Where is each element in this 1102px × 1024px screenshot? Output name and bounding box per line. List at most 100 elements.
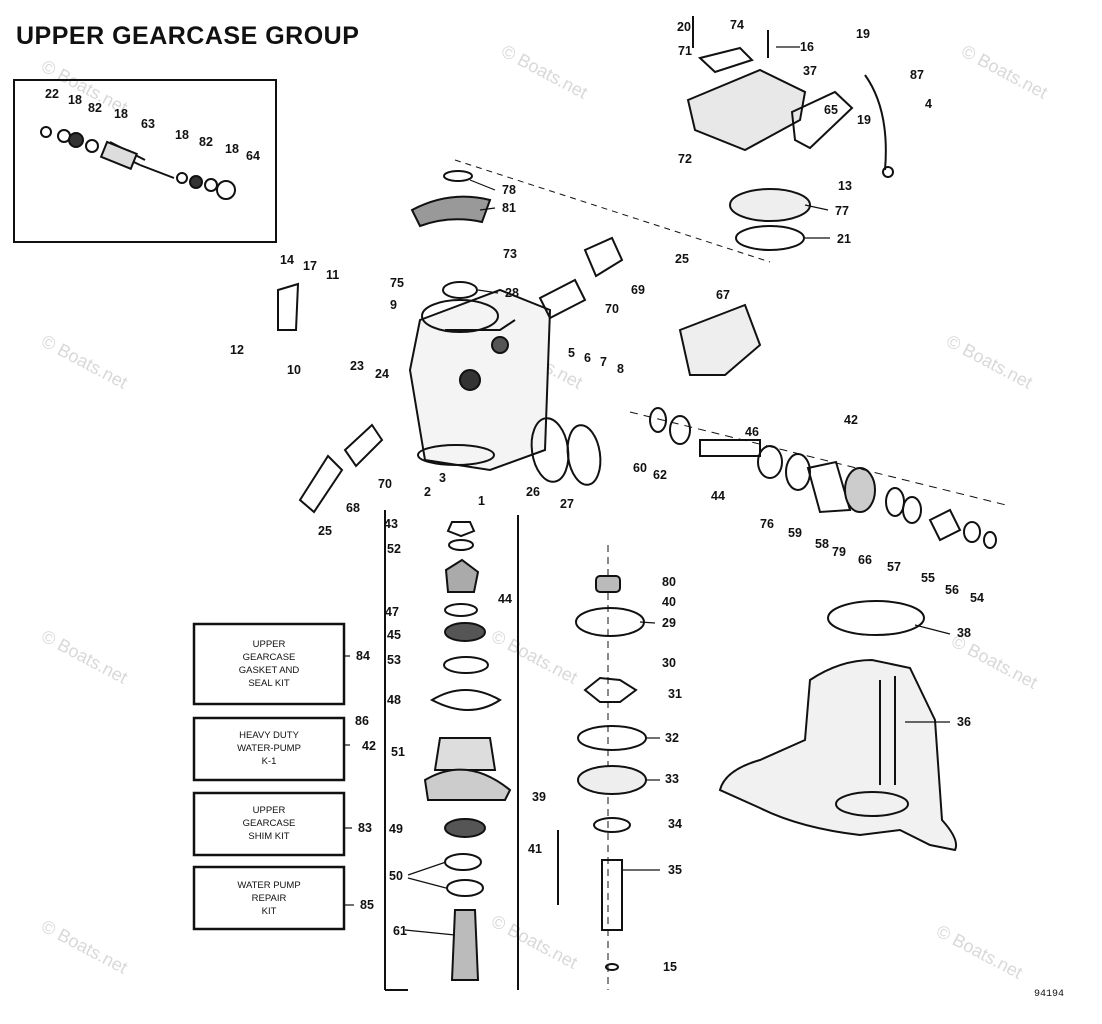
- callout-12: 12: [230, 343, 244, 357]
- callout-54: 54: [970, 591, 984, 605]
- callout-18b: 18: [114, 107, 128, 121]
- callout-18c: 18: [175, 128, 189, 142]
- figure-number: 94194: [1034, 989, 1065, 1000]
- callout-66: 66: [858, 553, 872, 567]
- callout-65: 65: [824, 103, 838, 117]
- callout-labels: 1 2 3 4 5 6 7 8 9 10 11 12 13 14 15 16 1…: [45, 18, 984, 974]
- callout-5: 5: [568, 346, 575, 360]
- watermark: © Boats.net: [38, 331, 131, 393]
- callout-87: 87: [910, 68, 924, 82]
- callout-70b: 70: [378, 477, 392, 491]
- callout-56: 56: [945, 583, 959, 597]
- kit-line: SHIM KIT: [248, 831, 290, 842]
- kit-line: WATER-PUMP: [237, 743, 301, 754]
- seal-rings: [530, 417, 602, 486]
- upper-gears: [410, 159, 811, 263]
- callout-22: 22: [45, 87, 59, 101]
- callout-55: 55: [921, 571, 935, 585]
- callout-27: 27: [560, 497, 574, 511]
- callout-20: 20: [677, 20, 691, 34]
- callout-1: 1: [478, 494, 485, 508]
- kit-line: REPAIR: [251, 893, 287, 904]
- callout-59: 59: [788, 526, 802, 540]
- callout-78: 78: [502, 183, 516, 197]
- callout-4: 4: [925, 97, 932, 111]
- callout-28: 28: [505, 286, 519, 300]
- callout-86: 86: [355, 714, 369, 728]
- callout-18: 18: [68, 93, 82, 107]
- kit-line: GEARCASE: [242, 818, 296, 829]
- callout-49: 49: [389, 822, 403, 836]
- callout-7: 7: [600, 355, 607, 369]
- right-shaft-assembly: [629, 303, 1011, 549]
- callout-68: 68: [346, 501, 360, 515]
- callout-36: 36: [957, 715, 971, 729]
- callout-15: 15: [663, 960, 677, 974]
- water-pump-stack: [575, 545, 647, 990]
- kit-line: KIT: [261, 906, 277, 917]
- kit-line: WATER PUMP: [237, 880, 301, 891]
- kit-boxes: [192, 622, 346, 931]
- callout-82: 82: [88, 101, 102, 115]
- kit-line: UPPER: [252, 639, 286, 650]
- callout-75: 75: [390, 276, 404, 290]
- kit-line: GASKET AND: [238, 665, 300, 676]
- callout-71: 71: [678, 44, 692, 58]
- callout-80: 80: [662, 575, 676, 589]
- callout-67: 67: [716, 288, 730, 302]
- callout-73: 73: [503, 247, 517, 261]
- callout-43: 43: [384, 517, 398, 531]
- callout-47: 47: [385, 605, 399, 619]
- callout-26: 26: [526, 485, 540, 499]
- callout-25: 25: [675, 252, 689, 266]
- kit-gasket-seal: UPPER GEARCASE GASKET AND SEAL KIT: [200, 638, 338, 690]
- callout-25b: 25: [318, 524, 332, 538]
- kit-water-pump-repair: WATER PUMP REPAIR KIT: [200, 879, 338, 918]
- callout-11: 11: [326, 268, 339, 282]
- kit-line: GEARCASE: [242, 652, 296, 663]
- callout-37: 37: [803, 64, 817, 78]
- callout-64: 64: [246, 149, 260, 163]
- watermark: © Boats.net: [933, 921, 1026, 983]
- callout-81: 81: [502, 201, 516, 215]
- lower-housing: [718, 600, 958, 852]
- kit-line: UPPER: [252, 805, 286, 816]
- inset-box: [13, 79, 277, 243]
- kit-line: K-1: [261, 756, 277, 767]
- callout-19: 19: [856, 27, 870, 41]
- callout-50: 50: [389, 869, 403, 883]
- callout-32: 32: [665, 731, 679, 745]
- callout-10: 10: [287, 363, 301, 377]
- leader-lines: [344, 46, 951, 936]
- callout-14: 14: [280, 253, 294, 267]
- callout-30: 30: [662, 656, 676, 670]
- callout-40: 40: [662, 595, 676, 609]
- callout-33: 33: [665, 772, 679, 786]
- watermark: © Boats.net: [488, 911, 581, 973]
- watermark: © Boats.net: [38, 916, 131, 978]
- callout-72: 72: [678, 152, 692, 166]
- callout-18d: 18: [225, 142, 239, 156]
- callout-61: 61: [393, 924, 407, 938]
- callout-19b: 19: [857, 113, 871, 127]
- callout-24: 24: [375, 367, 389, 381]
- callout-77: 77: [835, 204, 849, 218]
- callout-6: 6: [584, 351, 591, 365]
- callout-9: 9: [390, 298, 397, 312]
- callout-63: 63: [141, 117, 155, 131]
- watermark: © Boats.net: [38, 626, 131, 688]
- watermark: © Boats.net: [943, 331, 1036, 393]
- callout-51: 51: [391, 745, 405, 759]
- callout-42b: 42: [362, 739, 376, 753]
- callout-31: 31: [668, 687, 682, 701]
- callout-45: 45: [387, 628, 401, 642]
- callout-2: 2: [424, 485, 431, 499]
- gearcase-housing: [408, 281, 552, 472]
- callout-44: 44: [711, 489, 725, 503]
- callout-35: 35: [668, 863, 682, 877]
- callout-85: 85: [360, 898, 374, 912]
- callout-53: 53: [387, 653, 401, 667]
- callout-16: 16: [800, 40, 814, 54]
- callout-3: 3: [439, 471, 446, 485]
- callout-62: 62: [653, 468, 667, 482]
